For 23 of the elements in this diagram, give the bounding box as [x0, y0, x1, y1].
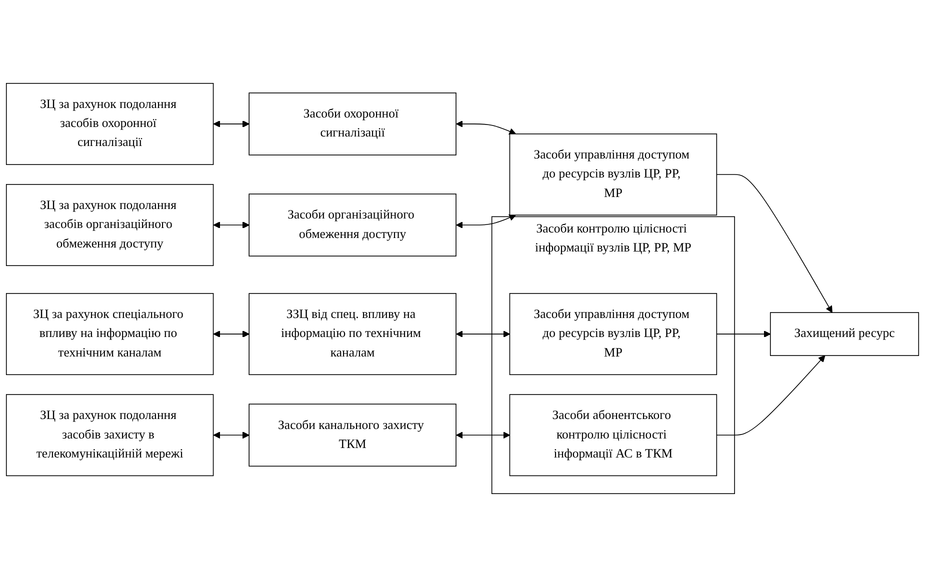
node-box: Засоби абонентського контролю цілісності інформації АС в ТКМ [509, 394, 718, 476]
node-box: ЗЗЦ від спец. впливу на інформацію по технічним каналам [248, 293, 456, 376]
arrow [716, 330, 771, 338]
node-box: ЗЦ за рахунок подолання засобів організаційного обмеження доступу [6, 184, 214, 266]
arrow [716, 174, 832, 313]
arrow [213, 432, 250, 439]
node-box: Захищений ресурс [770, 312, 920, 356]
node-box: ЗЦ за рахунок спеціального впливу на інформацію по технічним каналам [6, 293, 214, 376]
arrow [456, 120, 516, 135]
arrow [456, 432, 510, 439]
arrow [456, 214, 516, 229]
node-box: Засоби охоронної сигналізації [248, 92, 456, 156]
node-box: Засоби канального захисту ТКМ [248, 404, 456, 467]
node-box: ЗЦ за рахунок подолання засобів захисту в телекомунікаційній мережі [6, 394, 214, 476]
arrow [213, 222, 250, 229]
arrow [213, 120, 250, 128]
arrow [213, 330, 250, 338]
node-box: Засоби управління доступом до ресурсів вузлів ЦР, РР, МР [509, 134, 718, 216]
node-box: ЗЦ за рахунок подолання засобів охоронної сигналізації [6, 82, 214, 165]
node-box: Засоби управління доступом до ресурсів вузлів ЦР, РР, МР [509, 293, 718, 376]
node-box: Засоби організаційного обмеження доступу [248, 194, 456, 256]
arrow [456, 330, 510, 338]
arrow [716, 355, 826, 436]
